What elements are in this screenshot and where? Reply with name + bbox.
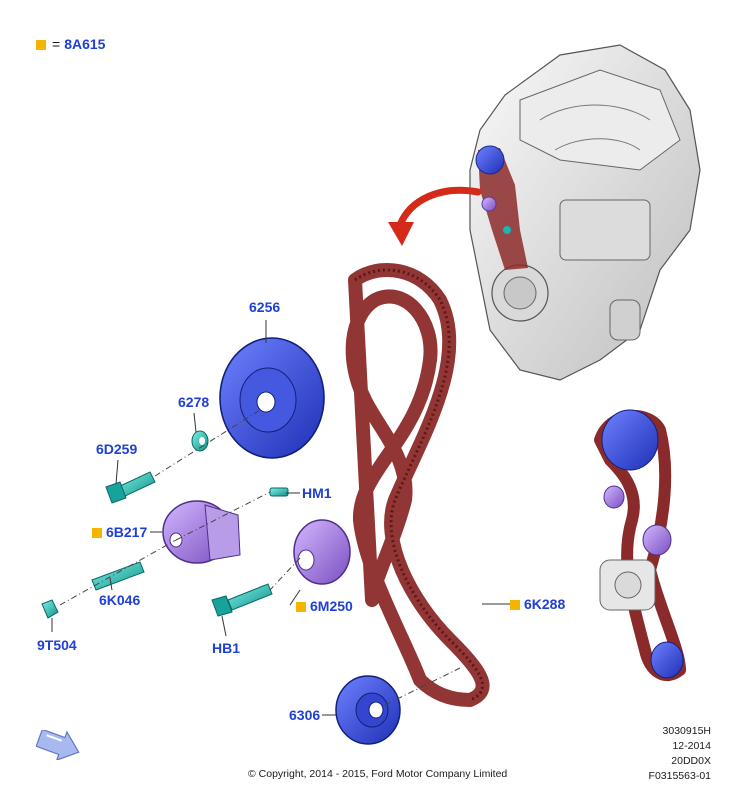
part-label-6B217[interactable]: 6B217 (92, 524, 147, 540)
belt-assembly-detail (594, 409, 686, 682)
part-label-6M250[interactable]: 6M250 (296, 598, 353, 614)
curved-arrow-icon (388, 186, 482, 246)
washer-6278 (191, 430, 209, 452)
part-id: HB1 (212, 640, 241, 656)
part-label-HM1[interactable]: HM1 (302, 485, 332, 501)
part-id: 6B217 (106, 524, 148, 540)
part-id: 6306 (289, 707, 321, 723)
part-label-9T504[interactable]: 9T504 (37, 637, 77, 653)
part-id: 6M250 (310, 598, 353, 614)
part-id: 6K288 (524, 596, 566, 612)
timing-belt-6K288 (345, 262, 490, 707)
part-label-6278[interactable]: 6278 (178, 394, 209, 410)
cam-sprocket-6256 (219, 337, 325, 459)
part-id: HM1 (302, 485, 332, 501)
legend-code: 8A615 (64, 36, 106, 52)
part-id: 6D259 (96, 441, 138, 457)
idler-pulley-6M250 (269, 519, 351, 591)
legend: =8A615 (36, 36, 105, 52)
legend-marker (36, 40, 46, 50)
crank-sprocket-6306 (335, 667, 461, 745)
ref-engine: 20DD0X (671, 755, 711, 767)
copyright-text: © Copyright, 2014 - 2015, Ford Motor Com… (248, 768, 508, 780)
part-label-6K288[interactable]: 6K288 (510, 596, 565, 612)
leader-lines (51, 320, 510, 716)
part-id: 6278 (178, 394, 210, 410)
ref-code: 3030915H (662, 725, 711, 737)
part-label-6D259[interactable]: 6D259 (96, 441, 137, 457)
marker-icon (510, 600, 520, 610)
nut-9T504 (41, 599, 59, 619)
bolt-HM1 (269, 487, 289, 497)
ref-date: 12-2014 (672, 740, 711, 752)
part-label-6K046[interactable]: 6K046 (99, 592, 140, 608)
part-label-6256[interactable]: 6256 (249, 299, 280, 315)
ref-figure: F0315563-01 (648, 770, 711, 782)
part-id: 6256 (249, 299, 281, 315)
marker-icon (296, 602, 306, 612)
part-label-HB1[interactable]: HB1 (212, 640, 240, 656)
tensioner-6B217 (162, 491, 271, 564)
part-id: 9T504 (37, 637, 77, 653)
bolt-HB1 (211, 583, 273, 617)
bolt-6K046 (59, 539, 177, 606)
legend-equals: = (52, 36, 61, 52)
marker-icon (92, 528, 102, 538)
bolt-6D259 (105, 409, 261, 504)
double-arrow-icon[interactable] (35, 728, 82, 765)
part-id: 6K046 (99, 592, 141, 608)
engine-illustration (469, 44, 701, 381)
part-label-6306[interactable]: 6306 (289, 707, 320, 723)
reference-codes: 3030915H 12-2014 20DD0X F0315563-01 (649, 724, 711, 784)
